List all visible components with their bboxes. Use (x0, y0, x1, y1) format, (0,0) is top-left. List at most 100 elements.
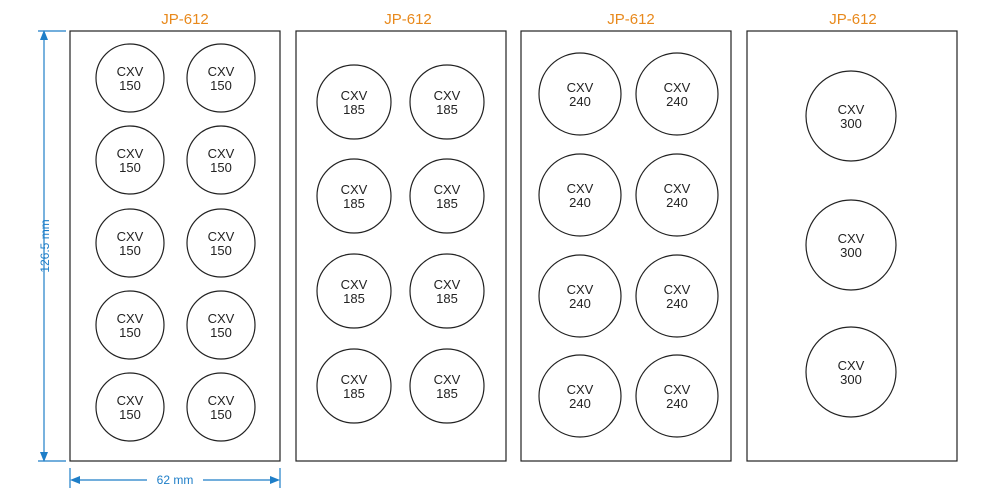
hole-label-line2: 150 (210, 243, 232, 258)
hole-label-line2: 150 (119, 243, 141, 258)
hole-cxv-150: CXV 150 (95, 43, 165, 113)
hole-label-line1: CXV (434, 277, 461, 292)
hole-label-line1: CXV (341, 182, 368, 197)
width-arrow-left (70, 476, 80, 484)
hole-cxv-185: CXV 185 (409, 158, 485, 234)
panel-4: JP-612 CXV 300 CXV 300 CXV 300 (746, 11, 958, 462)
hole-label-line2: 185 (436, 291, 458, 306)
hole-label-line2: 240 (666, 195, 688, 210)
hole-label-line1: CXV (664, 181, 691, 196)
hole-label-line2: 185 (343, 196, 365, 211)
hole-label-line2: 185 (343, 291, 365, 306)
width-arrow-right (270, 476, 280, 484)
hole-label-line1: CXV (567, 282, 594, 297)
hole-label-line1: CXV (567, 181, 594, 196)
hole-label-line2: 185 (436, 102, 458, 117)
hole-cxv-300: CXV 300 (805, 70, 897, 162)
hole-label-line1: CXV (838, 102, 865, 117)
panel-2: JP-612 CXV 185 CXV 185 CXV 185 CXV 185 C… (295, 11, 507, 462)
hole-label-line2: 300 (840, 372, 862, 387)
hole-label-line2: 150 (210, 325, 232, 340)
hole-label-line2: 240 (569, 396, 591, 411)
hole-cxv-240: CXV 240 (538, 52, 622, 136)
hole-label-line1: CXV (567, 80, 594, 95)
hole-label-line2: 150 (119, 325, 141, 340)
height-arrow-bottom (40, 452, 48, 462)
hole-cxv-240: CXV 240 (538, 254, 622, 338)
hole-cxv-150: CXV 150 (186, 290, 256, 360)
hole-cxv-185: CXV 185 (409, 348, 485, 424)
hole-label-line2: 150 (119, 160, 141, 175)
hole-cxv-185: CXV 185 (316, 64, 392, 140)
hole-label-line2: 240 (569, 296, 591, 311)
hole-cxv-150: CXV 150 (186, 43, 256, 113)
hole-label-line2: 240 (666, 396, 688, 411)
hole-label-line2: 150 (210, 78, 232, 93)
hole-cxv-185: CXV 185 (316, 158, 392, 234)
hole-label-line1: CXV (117, 146, 144, 161)
hole-label-line1: CXV (341, 88, 368, 103)
hole-cxv-240: CXV 240 (635, 254, 719, 338)
hole-label-line1: CXV (208, 393, 235, 408)
hole-cxv-240: CXV 240 (538, 153, 622, 237)
height-dimension-label: 126.5 mm (38, 219, 52, 272)
hole-cxv-150: CXV 150 (95, 290, 165, 360)
hole-label-line1: CXV (117, 393, 144, 408)
hole-label-line1: CXV (208, 64, 235, 79)
panel-1: JP-612 CXV 150 CXV 150 CXV 150 CXV 150 C… (69, 11, 281, 462)
hole-label-line2: 300 (840, 116, 862, 131)
height-dimension: 126.5 mm (38, 30, 66, 462)
hole-label-line2: 150 (119, 407, 141, 422)
hole-label-line2: 300 (840, 245, 862, 260)
panel-3: JP-612 CXV 240 CXV 240 CXV 240 CXV 240 C… (520, 11, 732, 462)
hole-label-line1: CXV (838, 358, 865, 373)
hole-cxv-150: CXV 150 (95, 125, 165, 195)
hole-cxv-150: CXV 150 (186, 372, 256, 442)
hole-label-line1: CXV (117, 311, 144, 326)
hole-label-line1: CXV (117, 64, 144, 79)
hole-cxv-150: CXV 150 (95, 208, 165, 278)
panel-4-title: JP-612 (829, 11, 877, 28)
hole-label-line2: 150 (119, 78, 141, 93)
hole-label-line2: 240 (569, 195, 591, 210)
hole-label-line2: 150 (210, 407, 232, 422)
hole-cxv-185: CXV 185 (409, 64, 485, 140)
panel-3-title: JP-612 (607, 11, 655, 28)
hole-label-line2: 185 (436, 386, 458, 401)
width-dimension: 62 mm (69, 468, 281, 488)
hole-cxv-300: CXV 300 (805, 326, 897, 418)
hole-label-line1: CXV (664, 80, 691, 95)
hole-label-line1: CXV (434, 182, 461, 197)
hole-label-line1: CXV (434, 372, 461, 387)
hole-cxv-240: CXV 240 (635, 52, 719, 136)
hole-label-line2: 240 (666, 296, 688, 311)
hole-cxv-150: CXV 150 (95, 372, 165, 442)
hole-cxv-240: CXV 240 (635, 354, 719, 438)
hole-label-line1: CXV (567, 382, 594, 397)
panel-2-title: JP-612 (384, 11, 432, 28)
hole-cxv-185: CXV 185 (316, 348, 392, 424)
hole-label-line2: 240 (569, 94, 591, 109)
hole-cxv-300: CXV 300 (805, 199, 897, 291)
panel-1-title: JP-612 (161, 11, 209, 28)
hole-cxv-240: CXV 240 (635, 153, 719, 237)
hole-label-line1: CXV (341, 277, 368, 292)
hole-label-line1: CXV (208, 229, 235, 244)
hole-label-line1: CXV (664, 382, 691, 397)
hole-label-line1: CXV (838, 231, 865, 246)
hole-label-line1: CXV (208, 311, 235, 326)
hole-label-line1: CXV (117, 229, 144, 244)
hole-cxv-185: CXV 185 (316, 253, 392, 329)
hole-label-line1: CXV (434, 88, 461, 103)
width-dimension-label: 62 mm (157, 473, 194, 487)
hole-label-line2: 185 (343, 102, 365, 117)
hole-label-line2: 240 (666, 94, 688, 109)
hole-label-line2: 185 (436, 196, 458, 211)
hole-cxv-240: CXV 240 (538, 354, 622, 438)
hole-label-line1: CXV (341, 372, 368, 387)
hole-cxv-185: CXV 185 (409, 253, 485, 329)
width-label-bg (147, 471, 203, 487)
height-arrow-top (40, 30, 48, 40)
hole-label-line2: 185 (343, 386, 365, 401)
